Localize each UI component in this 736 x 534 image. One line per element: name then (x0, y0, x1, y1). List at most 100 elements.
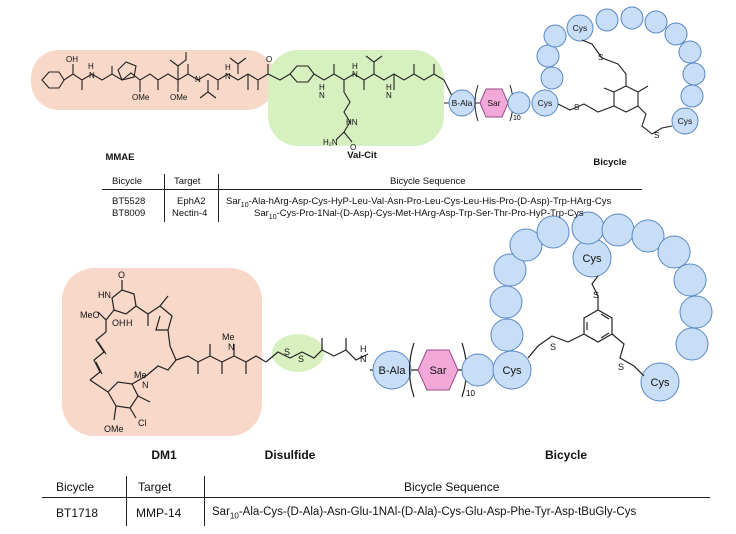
bead (493, 253, 527, 287)
table-divider (126, 476, 127, 526)
bottom-bicycle: 10 (370, 211, 713, 402)
seq-prefix: Sar (254, 208, 269, 219)
atom-n: N (319, 91, 325, 100)
sar-hexagon (417, 349, 459, 391)
table-rule (102, 189, 642, 190)
bead-cys (531, 89, 559, 117)
table-row-sequence: Sar10-Ala-hArg-Asp-Cys-HyP-Leu-Val-Asn-P… (226, 196, 611, 209)
seq-subscript: 10 (240, 201, 249, 209)
atom-n: N (228, 342, 235, 352)
bead-cys (671, 107, 699, 135)
atom-oh: OH (112, 318, 126, 328)
atom-meo: MeO (80, 310, 100, 320)
table-rule (42, 497, 710, 498)
valcit-highlight (268, 50, 444, 146)
atom-h: H (352, 62, 358, 71)
table-row-bicycle: BT8009 (112, 208, 146, 219)
table-divider (204, 476, 205, 526)
subscript-10: 10 (513, 115, 521, 122)
bead (673, 263, 707, 297)
mmae-structure (41, 52, 269, 99)
table-header: Target (138, 480, 172, 494)
bead (595, 8, 619, 32)
seq-rest: -Cys-Pro-1Nal-(D-Asp)-Cys-Met-HArg-Asp-T… (276, 208, 584, 219)
label-sar: Sar (487, 98, 500, 108)
subscript-10: 10 (466, 389, 475, 398)
table-row-bicycle: BT5528 (112, 196, 146, 207)
bead (675, 327, 709, 361)
table-row-target: EphA2 (177, 196, 206, 207)
table-divider (218, 174, 219, 222)
atom-ome: OMe (170, 93, 188, 102)
bead (507, 91, 531, 115)
atom-n: N (386, 91, 392, 100)
atom-o: O (350, 143, 356, 152)
atom-n: N (352, 70, 358, 79)
label-mmae: MMAE (105, 152, 134, 163)
mmae-highlight (31, 50, 275, 110)
label-sar: Sar (429, 365, 446, 377)
atom-o: O (266, 55, 272, 64)
atom-ome: OMe (132, 93, 150, 102)
dm1-structure (89, 280, 267, 421)
atom-s: S (284, 347, 290, 357)
top-scaffold (557, 39, 673, 135)
atom-ome: OMe (104, 424, 124, 434)
label-valcit: Val-Cit (347, 150, 377, 161)
label-cys: Cys (651, 377, 670, 389)
bead (490, 318, 524, 352)
label-cys: Cys (678, 116, 693, 126)
bead (678, 40, 702, 64)
seq-prefix: Sar (212, 506, 230, 518)
atom-h: H (360, 344, 367, 354)
atom-o: O (118, 270, 125, 280)
atom-oh: OH (66, 55, 78, 64)
seq-subscript: 10 (268, 213, 277, 221)
table-header: Target (174, 176, 201, 187)
label-cys: Cys (538, 98, 553, 108)
table-header: Bicycle (112, 176, 143, 187)
atom-s: S (298, 354, 304, 364)
bracket-left (408, 342, 415, 398)
bead-bala (372, 350, 412, 390)
seq-rest: -Ala-hArg-Asp-Cys-HyP-Leu-Val-Asn-Pro-Le… (248, 196, 612, 207)
atom-h2n: H₂N (323, 138, 338, 147)
seq-prefix: Sar (226, 196, 241, 207)
table-header: Bicycle (56, 480, 95, 494)
label-bicycle: Bicycle (545, 448, 587, 462)
atom-h: H (126, 318, 133, 328)
atom-h: H (225, 63, 231, 72)
atom-n: N (225, 72, 231, 81)
bead (680, 84, 704, 108)
atom-hn: HN (98, 290, 111, 300)
bead-cys (492, 350, 532, 390)
label-bicycle: Bicycle (593, 157, 626, 168)
bracket-left (474, 84, 479, 122)
atom-h: H (319, 83, 325, 92)
atom-n: N (89, 71, 95, 80)
table-row-target: MMP-14 (136, 506, 182, 520)
label-bala: B-Ala (379, 365, 407, 377)
valcit-structure (267, 55, 455, 143)
bead (644, 10, 668, 34)
label-disulfide: Disulfide (265, 448, 316, 462)
table-row-sequence: Sar10-Cys-Pro-1Nal-(D-Asp)-Cys-Met-HArg-… (254, 208, 584, 221)
table-row-bicycle: BT1718 (56, 506, 99, 520)
table-divider (164, 174, 165, 222)
bead (509, 228, 543, 262)
atom-hn: HN (346, 118, 358, 127)
atom-n: N (360, 354, 367, 364)
bead (620, 6, 644, 30)
label-cys: Cys (583, 253, 602, 265)
atom-s: S (574, 103, 579, 112)
atom-h: H (88, 62, 94, 71)
label-dm1: DM1 (151, 448, 177, 462)
bead (536, 215, 570, 249)
atom-s: S (654, 131, 659, 140)
bead-cys (640, 362, 680, 402)
atom-h: H (386, 83, 392, 92)
seq-rest: -Ala-Cys-(D-Ala)-Asn-Glu-1NAl-(D-Ala)-Cy… (238, 506, 637, 518)
